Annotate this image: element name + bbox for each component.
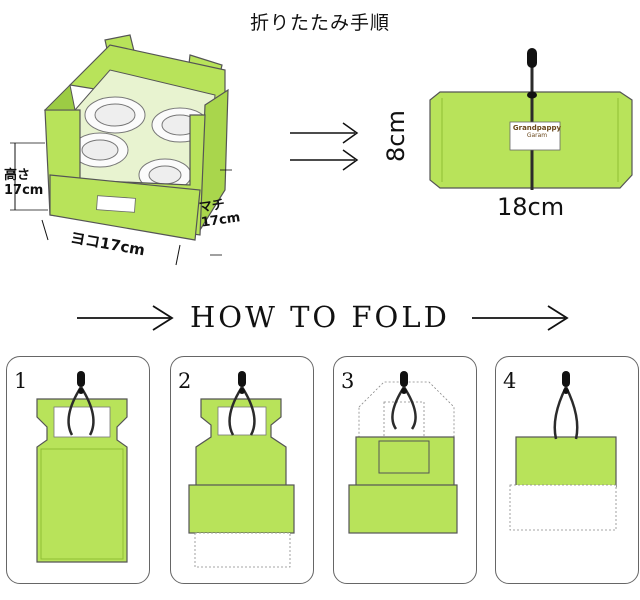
- step-number: 1: [14, 369, 28, 393]
- double-arrow-icon: [290, 122, 359, 171]
- height-label: 高さ 17cm: [4, 168, 44, 198]
- page-title: 折りたたみ手順: [250, 12, 391, 34]
- how-to-fold-heading: HOW TO FOLD: [190, 300, 450, 334]
- step-number: 2: [178, 369, 192, 393]
- step-panel-3: 3: [333, 356, 477, 584]
- bag-tag: [96, 195, 136, 213]
- step-2-illustration: [188, 371, 295, 568]
- bag-illustration: [10, 34, 232, 266]
- step-3-illustration: [348, 371, 458, 534]
- right-arrow-icon: [472, 305, 569, 331]
- gusset-label: マチ 17cm: [198, 197, 242, 231]
- folded-pouch: [429, 48, 633, 190]
- folded-tag: [509, 121, 561, 151]
- step-4-illustration: [509, 371, 617, 531]
- cord-stopper: [527, 48, 537, 68]
- step-panel-2: 2: [170, 356, 314, 584]
- folded-width-label: 18cm: [497, 193, 565, 221]
- step-panel-1: 1: [6, 356, 150, 584]
- folded-height-label: 8cm: [382, 110, 410, 162]
- step-panel-4: 4: [495, 356, 639, 584]
- step-number: 3: [341, 369, 355, 393]
- step-1-illustration: [36, 371, 128, 563]
- left-arrow-icon: [77, 305, 174, 331]
- folded-tag-text: Grandpappy Garam: [512, 124, 562, 139]
- step-number: 4: [503, 369, 517, 393]
